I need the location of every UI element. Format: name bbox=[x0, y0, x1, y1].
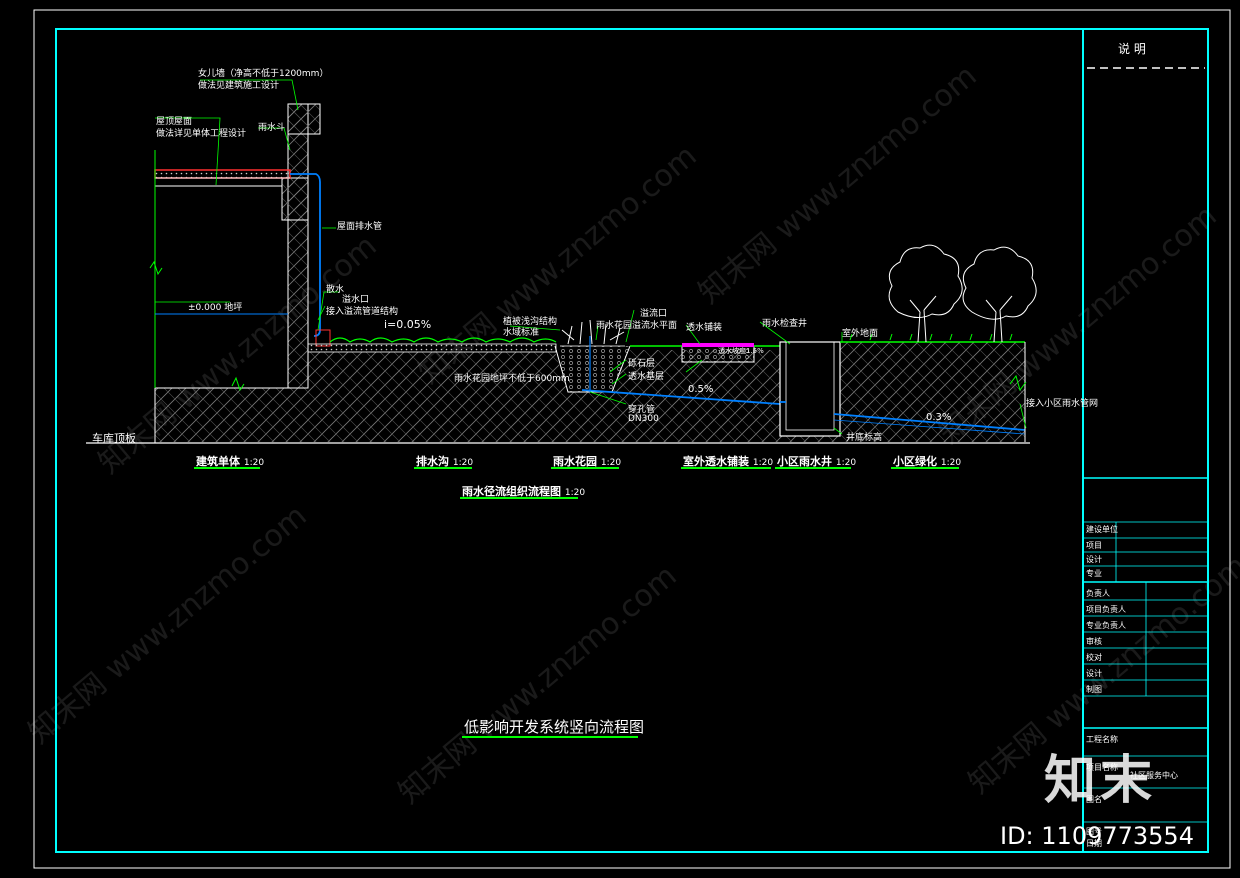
tb-row-11: 工程名称 bbox=[1086, 735, 1118, 744]
section-greening-scale: 1:20 bbox=[940, 458, 962, 468]
tb-row-10: 制图 bbox=[1086, 685, 1102, 694]
tb-row-14: 图号 bbox=[1086, 827, 1102, 836]
garden-depth-note: 雨水花园地坪不低于600mm bbox=[454, 374, 570, 384]
section-permeable-underline bbox=[681, 467, 771, 469]
section-greening-name: 小区绿化 bbox=[893, 455, 937, 468]
rainwater-well bbox=[779, 341, 841, 437]
pipe-label: 穿孔管 bbox=[628, 405, 656, 415]
section-well: 小区雨水井 1:20 bbox=[777, 453, 856, 469]
elevation-note: 地坪 bbox=[224, 303, 243, 313]
base-label: 车库顶板 bbox=[92, 432, 136, 445]
tb-row-2: 设计 bbox=[1086, 555, 1102, 564]
section-rain-garden: 雨水花园 1:20 bbox=[553, 453, 621, 469]
tb-row-6: 专业负责人 bbox=[1086, 621, 1126, 630]
tb-project-line: 社区服务中心 bbox=[1130, 771, 1178, 780]
tb-row-12: 项目名称 bbox=[1086, 763, 1118, 772]
section-ditch-name: 排水沟 bbox=[416, 455, 449, 468]
roof-slab bbox=[154, 169, 291, 179]
parapet-label: 女儿墙（净高不低于1200mm） bbox=[198, 69, 329, 79]
section-building-name: 建筑单体 bbox=[196, 455, 240, 468]
well-label: 雨水检查井 bbox=[762, 319, 808, 329]
tb-row-13: 图名 bbox=[1086, 795, 1102, 804]
title-block-header: 说 明 bbox=[1118, 42, 1146, 56]
perm-layer-label: 透水基层 bbox=[628, 372, 665, 382]
section-rain-garden-underline bbox=[551, 467, 619, 469]
diagram-subtitle-scale: 1:20 bbox=[564, 488, 586, 498]
permeable-label: 透水铺装 bbox=[686, 323, 723, 333]
title-block-grid bbox=[1083, 67, 1208, 823]
section-building: 建筑单体 1:20 bbox=[196, 453, 264, 469]
drawing-title: 低影响开发系统竖向流程图 bbox=[464, 718, 645, 736]
surface-layer bbox=[307, 343, 557, 353]
diagram-subtitle-underline bbox=[460, 497, 578, 499]
section-rain-garden-scale: 1:20 bbox=[600, 458, 622, 468]
catch-basin-note: 接入溢流管道结构 bbox=[326, 307, 399, 317]
catch-basin-label: 溢水口 bbox=[342, 295, 370, 305]
section-permeable: 室外透水铺装 1:20 bbox=[683, 453, 773, 469]
section-well-scale: 1:20 bbox=[835, 458, 857, 468]
image-id: ID: 1109773554 bbox=[1000, 822, 1194, 850]
outlet-label: 接入小区雨水管网 bbox=[1026, 399, 1099, 409]
section-well-name: 小区雨水井 bbox=[777, 455, 832, 468]
slope-3-label: 0.3% bbox=[926, 412, 952, 423]
drawing-title-underline bbox=[462, 736, 638, 738]
tb-row-0: 建设单位 bbox=[1086, 525, 1118, 534]
znzmo-logo: 知末 bbox=[1044, 751, 1157, 811]
downpipe bbox=[290, 173, 321, 337]
slope-1-label: i=0.05% bbox=[384, 318, 432, 331]
garden-soil-label: 植被浅沟结构 bbox=[503, 317, 558, 327]
section-greening: 小区绿化 1:20 bbox=[893, 453, 961, 469]
overflow-note: 雨水花园溢流水平面 bbox=[596, 321, 678, 331]
well-bottom-label: 井底标高 bbox=[846, 433, 883, 443]
parapet bbox=[287, 103, 321, 135]
tb-row-4: 负责人 bbox=[1086, 589, 1110, 598]
overflow-label: 溢流口 bbox=[640, 309, 668, 319]
diagram-subtitle-text: 雨水径流组织流程图 bbox=[462, 485, 561, 498]
outlet-pipe bbox=[833, 413, 1026, 431]
drop-label: 散水 bbox=[326, 285, 345, 295]
roof-label: 屋顶屋面 bbox=[156, 117, 193, 127]
tb-row-7: 审核 bbox=[1086, 637, 1102, 646]
section-building-scale: 1:20 bbox=[243, 458, 265, 468]
slope-2-label: 0.5% bbox=[688, 384, 714, 395]
green-surface-label: 室外地面 bbox=[842, 329, 879, 339]
tb-row-15: 日期 bbox=[1086, 839, 1102, 848]
elevation-label: ±0.000 地坪 bbox=[188, 300, 242, 313]
tb-row-5: 项目负责人 bbox=[1086, 605, 1126, 614]
downpipe-label: 屋面排水管 bbox=[337, 222, 383, 232]
inner-frame bbox=[55, 28, 1209, 853]
tb-row-3: 专业 bbox=[1086, 569, 1102, 578]
tb-row-9: 设计 bbox=[1086, 669, 1102, 678]
section-permeable-scale: 1:20 bbox=[752, 458, 774, 468]
roof-note: 做法详见单体工程设计 bbox=[156, 129, 247, 139]
section-building-underline bbox=[194, 467, 260, 469]
garden-soil-note: 水域标准 bbox=[503, 328, 540, 338]
tree-2 bbox=[962, 246, 1037, 343]
diagram-subtitle: 雨水径流组织流程图 1:20 bbox=[462, 483, 585, 499]
perforated-pipe bbox=[581, 389, 781, 405]
pipe-dn-label: DN300 bbox=[628, 414, 659, 424]
leader-lines bbox=[155, 79, 1027, 435]
tree-1 bbox=[888, 244, 963, 343]
tb-row-8: 校对 bbox=[1086, 653, 1102, 662]
garden-plants bbox=[561, 319, 625, 345]
section-greening-underline bbox=[891, 467, 959, 469]
section-permeable-name: 室外透水铺装 bbox=[683, 455, 749, 468]
building-wall bbox=[287, 103, 309, 389]
grass-line bbox=[329, 337, 557, 343]
elevation-value: ±0.000 bbox=[188, 303, 222, 313]
rain-hopper-label: 雨水斗 bbox=[258, 123, 286, 133]
parapet-note: 做法见建筑施工设计 bbox=[198, 81, 280, 91]
perm-slope-label: 透水坡度1.5% bbox=[718, 347, 764, 355]
section-rain-garden-name: 雨水花园 bbox=[553, 455, 597, 468]
section-ditch-scale: 1:20 bbox=[452, 458, 474, 468]
section-ditch-underline bbox=[414, 467, 472, 469]
tb-row-1: 项目 bbox=[1086, 541, 1102, 550]
section-ditch: 排水沟 1:20 bbox=[416, 453, 473, 469]
outer-frame bbox=[33, 9, 1231, 869]
gravel-label: 砾石层 bbox=[628, 359, 656, 369]
section-well-underline bbox=[775, 467, 851, 469]
